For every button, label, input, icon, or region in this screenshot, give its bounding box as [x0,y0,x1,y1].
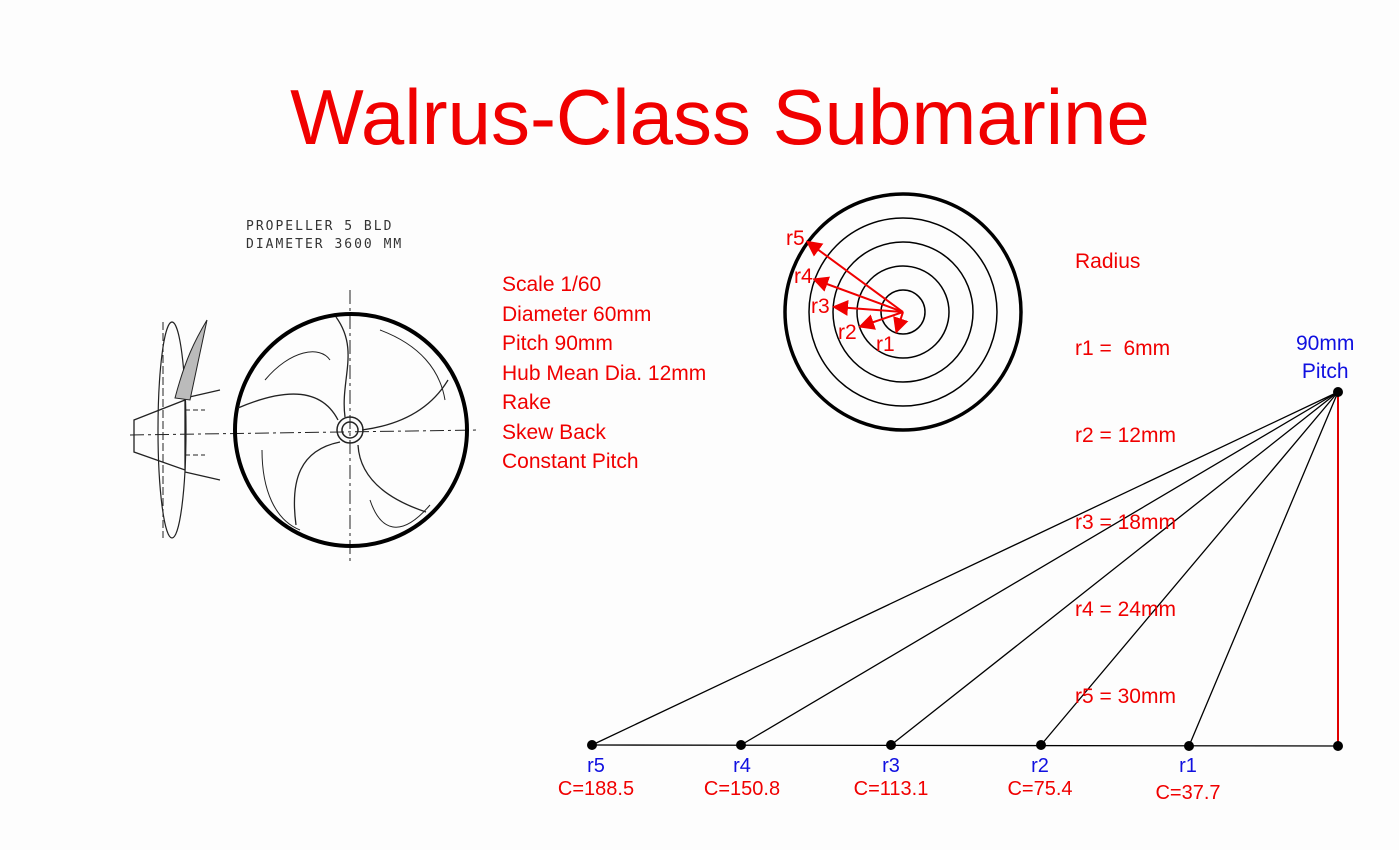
point-label-r1: r1 [1179,755,1197,777]
spec-item: Hub Mean Dia. 12mm [502,361,707,385]
point-label-r5: r5 [587,755,605,777]
circumference-r1: C=37.7 [1155,782,1221,804]
spec-item: Rake [502,391,552,414]
circle-label-r1: r1 [876,333,895,356]
point-label-r2: r2 [1031,755,1049,777]
radius-item: r5 = 30mm [1075,685,1176,708]
page-title: Walrus-Class Submarine [290,73,1150,161]
radius-list: Radius r1 = 6mm r2 = 12mm r3 = 18mm r4 =… [1075,189,1176,740]
spec-item: Constant Pitch [502,450,639,473]
spec-item: Scale 1/60 [502,273,602,296]
circumference-r4: C=150.8 [703,778,781,800]
circumference-r5: C=188.5 [557,778,635,800]
radius-item: r2 = 12mm [1075,424,1176,447]
spec-item: Pitch 90mm [502,332,613,355]
circle-label-r3: r3 [811,295,830,318]
radius-item: r3 = 18mm [1075,511,1176,534]
radius-item: r1 = 6mm [1075,337,1171,360]
radius-heading: Radius [1075,250,1141,273]
point-base [1333,741,1343,751]
point-label-r4: r4 [733,755,751,777]
point-r3 [886,740,896,750]
propeller-drawing [129,290,481,565]
spec-list: Scale 1/60 Diameter 60mm Pitch 90mm Hub … [502,270,706,477]
point-r5 [587,740,597,750]
circle-label-r2: r2 [838,321,857,344]
spec-item: Diameter 60mm [502,302,652,326]
circle-label-r5: r5 [786,227,805,250]
point-label-r3: r3 [882,755,900,777]
circumference-r2: C=75.4 [1007,778,1073,800]
radius-arrows [805,240,909,334]
drawing-label-line1: PROPELLER 5 BLD [246,219,394,234]
spec-item: Skew Back [502,420,606,444]
point-r1 [1184,741,1194,751]
drawing-label-line2: DIAMETER 3600 MM [246,237,404,252]
circumference-r3: C=113.1 [853,778,929,800]
point-r2 [1036,740,1046,750]
radius-item: r4 = 24mm [1075,598,1176,621]
drawing-label: PROPELLER 5 BLD DIAMETER 3600 MM [246,218,403,254]
pitch-label-text: Pitch [1301,360,1349,383]
pitch-label: 90mm Pitch [1296,330,1354,386]
point-apex [1333,387,1343,397]
circle-label-r4: r4 [794,265,813,288]
point-r4 [736,740,746,750]
pitch-triangle [591,391,1339,747]
pitch-label-value: 90mm [1296,332,1355,355]
triangle-points [587,387,1343,751]
